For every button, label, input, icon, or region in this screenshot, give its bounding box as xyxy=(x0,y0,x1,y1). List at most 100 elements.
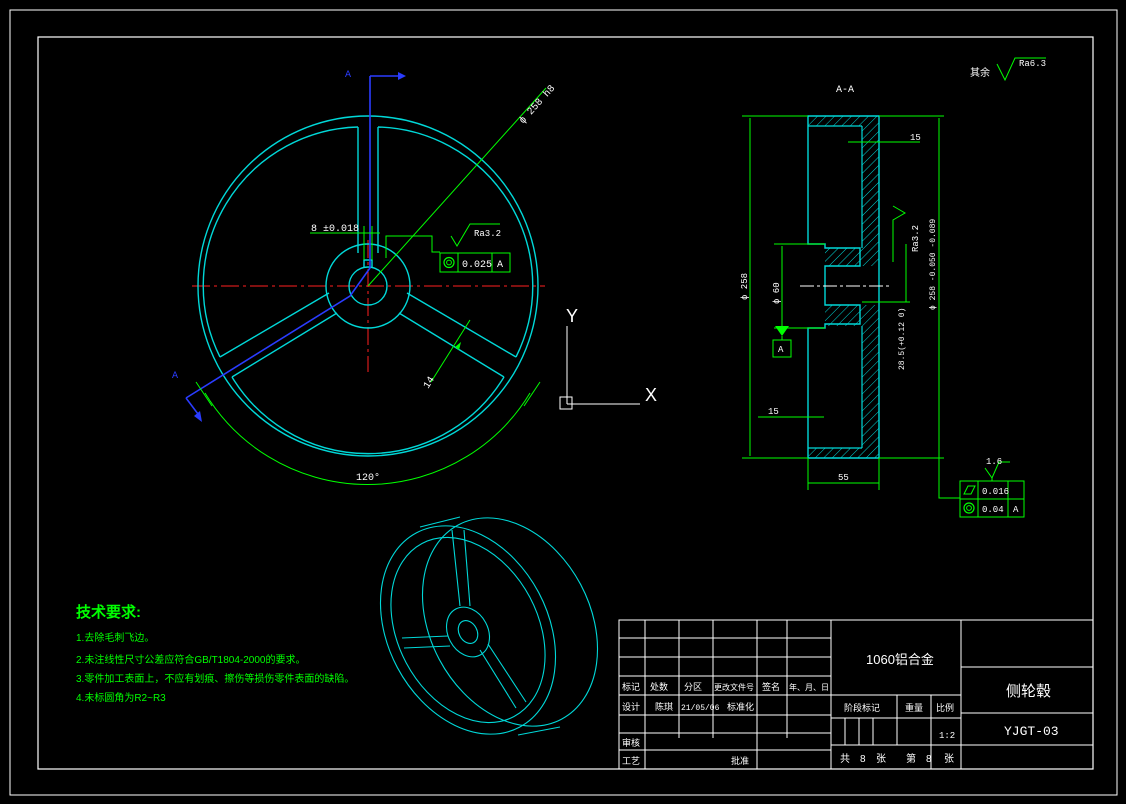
designer: 陈琪 xyxy=(655,701,673,712)
keyway-depth-label: 28.5(+0.12 0) xyxy=(898,308,907,370)
tol2-ref: A xyxy=(1013,505,1019,515)
angle-ext-l xyxy=(195,381,213,407)
sheet-total: 8 xyxy=(860,754,866,765)
section-view: A-A 其余 Ra6.3 15 ϕ 258 ϕ 60 A xyxy=(740,57,1046,518)
angle-ext-r xyxy=(523,381,541,407)
angle-dim-arc xyxy=(204,392,531,486)
tech-item: 1.去除毛刺飞边。 xyxy=(76,631,154,644)
ucs-x-label: X xyxy=(645,385,657,405)
iso-spoke-2a xyxy=(401,635,449,639)
outer-border xyxy=(9,9,1118,796)
section-letter-top: A xyxy=(345,70,351,81)
review: 审核 xyxy=(622,737,640,748)
part-name: 侧轮毂 xyxy=(1006,683,1051,700)
iso-back-rim xyxy=(421,517,599,727)
spoke-dim xyxy=(430,319,471,383)
section-arrow-bottom xyxy=(185,397,199,415)
dia60-label: ϕ 60 xyxy=(772,282,782,304)
datum-label: A xyxy=(778,345,784,355)
rest-roughness-label: Ra6.3 xyxy=(1019,59,1046,69)
row-header: 签名 xyxy=(762,681,780,692)
dia258-tol-label: ϕ 258 -0.050 -0.089 xyxy=(929,219,938,310)
datum-triangle xyxy=(775,326,789,336)
iso-bottom-edge xyxy=(517,726,561,736)
keyway-width-label: 8 ±0.018 xyxy=(311,224,359,235)
row-header: 处数 xyxy=(650,681,668,692)
iso-spoke-1a xyxy=(451,529,461,607)
width55-label: 55 xyxy=(838,473,849,483)
tol1-value: 0.016 xyxy=(982,487,1009,497)
dia-leader xyxy=(367,87,547,287)
iso-front-rim-outer xyxy=(379,525,557,735)
dim15-top-label: 15 xyxy=(910,133,921,143)
runout-tol-value: 0.025 xyxy=(462,260,492,271)
iso-front-rim-inner xyxy=(390,536,546,724)
standardize: 标准化 xyxy=(727,701,754,712)
row-header: 标记 xyxy=(622,681,640,692)
runout-frame xyxy=(439,252,511,273)
sheet-total-label: 共 xyxy=(840,753,850,765)
design-label: 设计 xyxy=(622,701,640,712)
row-header: 更改文件号 xyxy=(714,682,754,692)
flatness-roughness-icon xyxy=(984,461,1010,480)
dia-outer-label: ϕ 258 h8 xyxy=(517,83,558,127)
rim-outer xyxy=(197,115,539,457)
iso-spoke-2b xyxy=(403,645,451,649)
sheet-num-label: 第 xyxy=(906,752,916,765)
sheet-unit-2: 张 xyxy=(944,753,954,765)
tech-item: 2.未注线性尺寸公差应符合GB/T1804-2000的要求。 xyxy=(76,653,306,666)
hatch-web-upper xyxy=(825,126,879,266)
runout-ref: A xyxy=(497,260,503,271)
spoke-right-a xyxy=(406,292,517,358)
tol-leader xyxy=(938,440,960,499)
rest-roughness-icon xyxy=(996,57,1046,82)
iso-top-edge xyxy=(419,516,461,528)
section-cut-line xyxy=(185,76,371,399)
runout-leader xyxy=(385,235,440,258)
tol2-value: 0.04 xyxy=(982,505,1004,515)
title-block xyxy=(618,619,1094,770)
section-letter-bottom: A xyxy=(172,371,178,382)
section-title: A-A xyxy=(836,85,854,96)
hatch-rim-top xyxy=(808,116,879,126)
iso-spoke-1b xyxy=(463,529,471,607)
hub-outer xyxy=(325,243,411,329)
row-header: 分区 xyxy=(684,682,702,692)
ucs-origin-box xyxy=(559,396,573,410)
tech-item: 3.零件加工表面上，不应有划痕、擦伤等损伤零件表面的缺陷。 xyxy=(76,672,354,685)
front-view: A A ϕ 258 h8 8 ±0.018 0.025 A Ra3.2 14 1… xyxy=(172,70,558,486)
hatch-web-lower xyxy=(825,305,879,448)
iso-spoke-3b xyxy=(487,643,527,703)
side-roughness-label: Ra3.2 xyxy=(911,225,921,252)
spoke-left-b xyxy=(231,312,338,378)
ucs-y-label: Y xyxy=(566,306,578,326)
rim-inner xyxy=(202,126,534,455)
cylindricity-icon xyxy=(963,485,976,495)
angle-label: 120° xyxy=(356,472,380,484)
drawing-frame xyxy=(37,36,1094,770)
spoke-right-b xyxy=(398,312,505,378)
concentricity-icon-2-inner xyxy=(966,505,972,511)
roughness-icon xyxy=(450,223,500,247)
stage-mark: 阶段标记 xyxy=(844,702,880,713)
scale: 1:2 xyxy=(939,731,955,741)
material: 1060铝合金 xyxy=(866,652,934,667)
roughness-label: Ra3.2 xyxy=(474,229,501,239)
isometric-view xyxy=(379,516,599,736)
iso-spoke-3a xyxy=(479,649,517,709)
spoke-left-a xyxy=(219,292,330,358)
spoke-dim-arrow xyxy=(455,342,461,350)
scale-label: 比例 xyxy=(936,702,954,713)
iso-hub-bore xyxy=(457,620,479,644)
flatness-note: 1.6 xyxy=(986,457,1002,467)
side-roughness-icon xyxy=(892,205,906,262)
hatch-rim-bottom xyxy=(808,448,879,458)
rest-note: 其余 xyxy=(970,66,990,79)
weight: 重量 xyxy=(905,702,923,713)
hub-bore xyxy=(348,266,388,306)
dim15-left-label: 15 xyxy=(768,407,779,417)
section-arrowhead-bottom xyxy=(194,411,202,422)
tech-title: 技术要求: xyxy=(76,603,141,621)
sheet-num: 8 xyxy=(926,754,932,765)
sheet-unit: 张 xyxy=(876,753,886,765)
